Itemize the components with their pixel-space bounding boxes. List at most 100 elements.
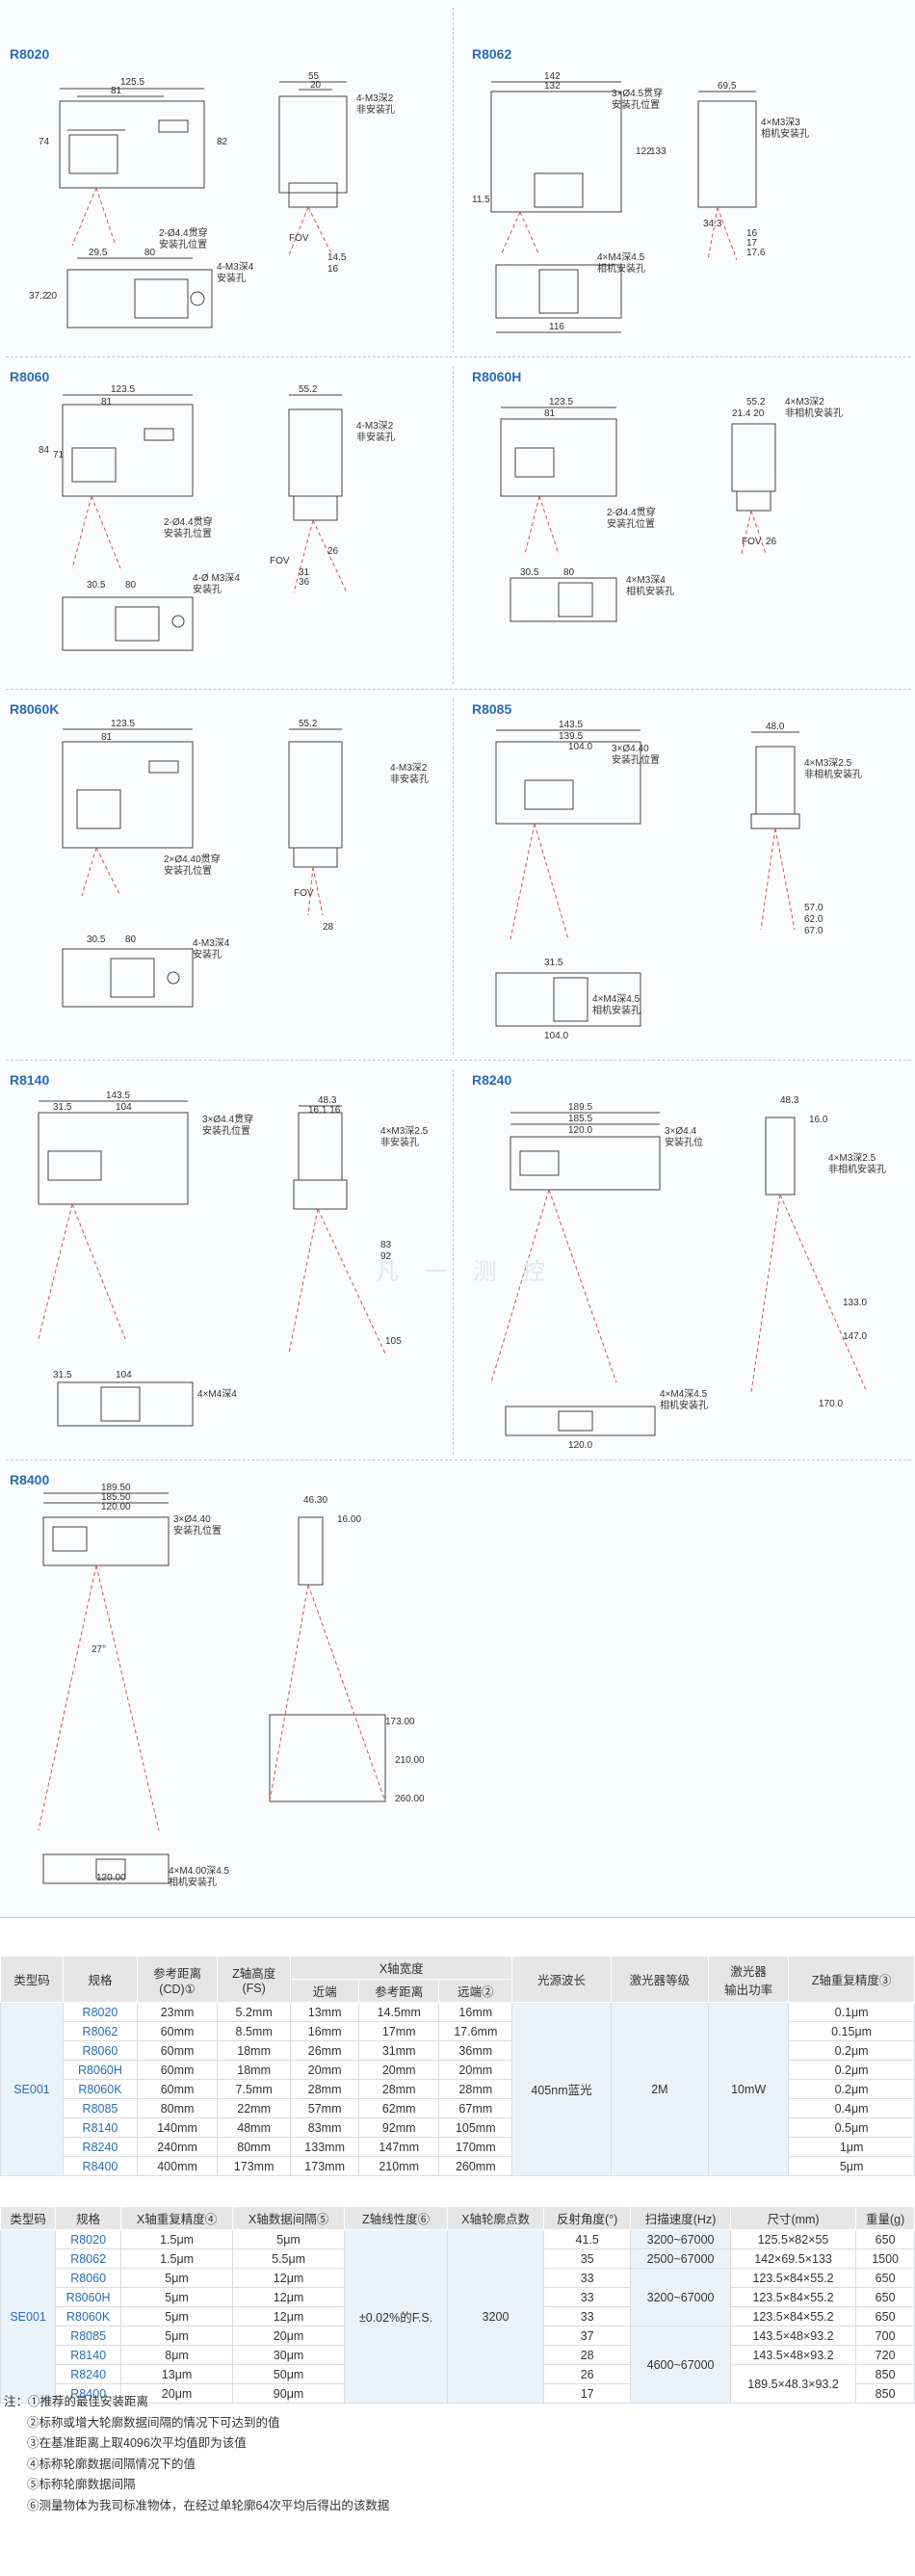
svg-text:143.5: 143.5 [559, 720, 583, 730]
svg-text:4×M4.00深4.5: 4×M4.00深4.5 [169, 1865, 230, 1877]
svg-text:2-Ø4.4贯穿: 2-Ø4.4贯穿 [159, 226, 208, 239]
svg-text:16.1 16: 16.1 16 [308, 1105, 341, 1116]
separator [453, 698, 454, 1055]
footnote: ③在基准距离上取4096次平均值即为该值 [27, 2436, 247, 2450]
size-cell: 123.5×84×55.2 [729, 2287, 857, 2307]
cd-cell: 60mm [137, 2079, 219, 2099]
table-row: R8400 400mm 173mm 173mm 210mm 260mm 5μm [1, 2156, 915, 2176]
wavelength-cell: 405nm蓝光 [511, 2002, 612, 2176]
svg-text:84: 84 [39, 445, 50, 456]
spec-table-optical: 类型码 规格 参考距离 (CD)① Z轴高度 (FS) X轴宽度 光源波长 激光… [0, 1956, 915, 2176]
svg-text:相机安装孔: 相机安装孔 [660, 1399, 708, 1411]
svg-text:81: 81 [111, 86, 122, 96]
svg-text:74: 74 [39, 137, 50, 147]
svg-text:4×M3深3: 4×M3深3 [761, 117, 800, 128]
scan-speed-cell: 4600~67000 [630, 2326, 731, 2404]
size-cell: 189.5×48.3×93.2 [729, 2364, 857, 2404]
fs-cell: 48mm [217, 2117, 292, 2138]
svg-text:30.5: 30.5 [87, 580, 106, 591]
svg-text:67.0: 67.0 [804, 926, 824, 936]
cd-cell: 60mm [137, 2040, 219, 2061]
ref-cell: 210mm [358, 2156, 440, 2176]
weight-cell: 850 [855, 2364, 915, 2384]
svg-text:55.2: 55.2 [299, 384, 318, 395]
svg-text:26: 26 [766, 537, 777, 547]
svg-text:14.5: 14.5 [327, 252, 347, 263]
ref-cell: 20mm [358, 2060, 440, 2080]
z-linearity-cell: ±0.02%的F.S. [344, 2229, 449, 2404]
z-repeat-cell: 0.2μm [788, 2040, 915, 2061]
svg-text:123.5: 123.5 [111, 384, 135, 395]
header-ref: 参考距离 [358, 1979, 440, 2003]
x-interval-cell: 90μm [232, 2383, 346, 2404]
svg-text:相机安装孔: 相机安装孔 [761, 127, 809, 140]
svg-text:安装孔位置: 安装孔位置 [202, 1124, 250, 1137]
svg-text:92: 92 [380, 1251, 392, 1262]
z-repeat-cell: 1μm [788, 2137, 915, 2157]
ref-cell: 17mm [358, 2021, 440, 2041]
model-cell: R8085 [62, 2098, 139, 2118]
svg-text:123.5: 123.5 [549, 397, 573, 407]
header-wavelength: 光源波长 [511, 1956, 612, 2003]
size-cell: 125.5×82×55 [729, 2229, 857, 2249]
svg-text:133: 133 [650, 146, 667, 157]
svg-text:非安装孔: 非安装孔 [356, 103, 395, 116]
far-cell: 28mm [438, 2079, 513, 2099]
x-points-cell: 3200 [447, 2229, 545, 2404]
angle-cell: 28 [543, 2345, 632, 2365]
svg-text:4×M4深4: 4×M4深4 [197, 1388, 237, 1400]
table-row: R8060K 60mm 7.5mm 28mm 28mm 28mm 0.2μm [1, 2079, 915, 2099]
svg-text:4×M4深4.5: 4×M4深4.5 [660, 1388, 708, 1400]
ref-cell: 28mm [358, 2079, 440, 2099]
svg-text:189.50: 189.50 [101, 1483, 131, 1493]
separator [6, 356, 911, 357]
svg-text:210.00: 210.00 [395, 1755, 425, 1766]
panel-title: R8240 [472, 1072, 512, 1088]
laser-class-cell: 2M [610, 2002, 710, 2176]
svg-text:安装孔位: 安装孔位 [665, 1136, 703, 1148]
header-type-code: 类型码 [0, 1956, 64, 2003]
svg-text:非安装孔: 非安装孔 [380, 1136, 419, 1148]
table-row: R8140 8μm 30μm 28 143.5×48×93.2 720 [1, 2345, 915, 2365]
svg-text:122: 122 [636, 146, 652, 157]
table-row: R8060H 5μm 12μm 33 123.5×84×55.2 650 [1, 2287, 915, 2307]
svg-text:3×Ø4.40: 3×Ø4.40 [173, 1514, 211, 1525]
weight-cell: 650 [855, 2229, 915, 2249]
separator [6, 1060, 911, 1061]
ref-cell: 92mm [358, 2117, 440, 2138]
svg-text:123.5: 123.5 [111, 719, 135, 729]
scan-speed-cell: 2500~67000 [630, 2248, 731, 2269]
near-cell: 173mm [290, 2156, 360, 2176]
svg-text:3×Ø4.4贯穿: 3×Ø4.4贯穿 [202, 1113, 253, 1125]
size-cell: 143.5×48×93.2 [729, 2326, 857, 2346]
svg-text:83: 83 [380, 1240, 392, 1250]
svg-text:120.00: 120.00 [96, 1873, 126, 1883]
svg-text:69.5: 69.5 [718, 81, 737, 92]
near-cell: 83mm [290, 2117, 360, 2138]
z-repeat-cell: 0.2μm [788, 2079, 915, 2099]
svg-text:4×M4深4.5: 4×M4深4.5 [592, 993, 640, 1005]
size-cell: 123.5×84×55.2 [729, 2268, 857, 2288]
dimension-drawings-area: R8020 [0, 8, 915, 1918]
svg-text:17: 17 [746, 238, 758, 249]
svg-text:30.5: 30.5 [87, 934, 106, 945]
svg-text:104.0: 104.0 [544, 1031, 568, 1041]
svg-text:105: 105 [385, 1336, 402, 1347]
table-row: R8062 60mm 8.5mm 16mm 17mm 17.6mm 0.15μm [1, 2021, 915, 2041]
model-cell: R8060 [55, 2268, 122, 2288]
svg-text:4-M3深4: 4-M3深4 [193, 937, 230, 949]
svg-text:4×M4深4.5: 4×M4深4.5 [597, 251, 645, 263]
svg-text:21.4 20: 21.4 20 [732, 408, 765, 419]
footnote: ④标称轮廓数据间隔情况下的值 [27, 2457, 196, 2471]
svg-text:安装孔位置: 安装孔位置 [612, 98, 660, 111]
header-z-height: Z轴高度 (FS) [217, 1956, 292, 2003]
type-code-cell: SE001 [0, 2002, 64, 2176]
panel-title: R8062 [472, 46, 512, 62]
svg-text:80: 80 [144, 248, 156, 258]
svg-text:81: 81 [544, 408, 556, 419]
separator [6, 1459, 911, 1460]
svg-text:4×M3深2: 4×M3深2 [785, 396, 824, 407]
svg-text:非安装孔: 非安装孔 [390, 773, 429, 785]
